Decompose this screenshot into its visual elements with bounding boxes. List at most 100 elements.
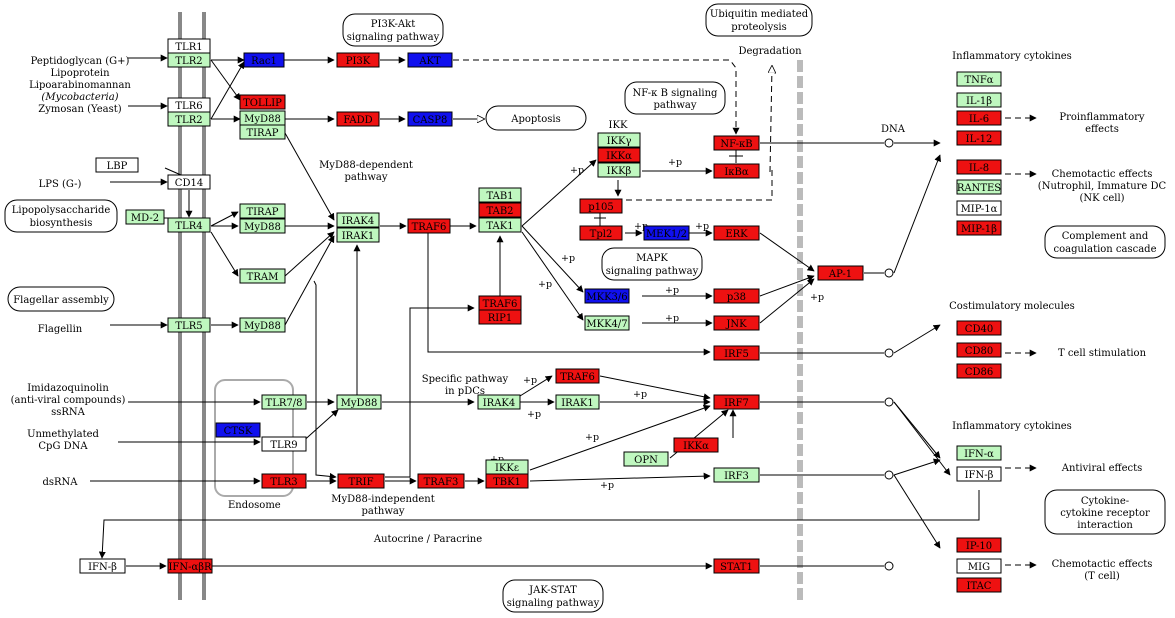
node-traf6c[interactable]: TRAF6 [555,368,600,384]
pathway-jak-stat[interactable]: JAK-STAT signaling pathway [502,579,604,613]
node-mip1a[interactable]: MIP-1α [956,200,1002,216]
node-box-ikba[interactable] [713,163,760,179]
node-jnk[interactable]: JNK [713,315,760,331]
node-mek12[interactable]: MEK1/2 [643,225,690,241]
node-irak1b[interactable]: IRAK1 [555,394,600,410]
node-box-tlr9[interactable] [261,436,307,452]
node-box-ifnb_left[interactable] [79,558,126,574]
node-rac1[interactable]: Rac1 [243,52,285,68]
node-box-tirap_b[interactable] [239,203,286,219]
pathway-lps-biosynthesis[interactable]: Lipopolysaccharide biosynthesis [4,199,118,233]
node-mig[interactable]: MIG [956,558,1002,574]
node-pi3k[interactable]: PI3K [336,52,380,68]
node-box-md2[interactable] [125,209,165,225]
node-casp8[interactable]: CASP8 [407,111,453,127]
node-cd86[interactable]: CD86 [956,363,1002,379]
node-box-tirap_a[interactable] [239,124,286,140]
node-box-pi3k[interactable] [336,52,380,68]
node-box-p38[interactable] [713,288,760,304]
node-box-irf5[interactable] [713,345,760,361]
node-box-il6[interactable] [956,110,1002,126]
node-tirap_b[interactable]: TIRAP [239,203,286,219]
node-box-tlr3[interactable] [261,473,307,489]
node-box-mig[interactable] [956,558,1002,574]
node-cd80[interactable]: CD80 [956,342,1002,358]
node-box-nfkb[interactable] [713,135,760,151]
node-ikba[interactable]: IκBα [713,163,760,179]
node-box-ifnb_right[interactable] [956,466,1002,482]
node-box-tbk1[interactable] [485,473,529,489]
pathway-cytokine-receptor[interactable]: Cytokine- cytokine receptor interaction [1044,489,1166,535]
node-il1b[interactable]: IL-1β [956,92,1002,108]
node-cd14[interactable]: CD14 [167,174,211,190]
node-traf6a[interactable]: TRAF6 [407,218,451,234]
node-box-myd88d[interactable] [336,394,382,410]
node-tollip[interactable]: TOLLIP [239,94,286,110]
node-box-irak4a[interactable] [336,212,380,228]
node-box-ip10[interactable] [956,537,1002,553]
node-box-fadd[interactable] [336,111,380,127]
node-rip1[interactable]: RIP1 [478,309,522,325]
node-box-tlr2a[interactable] [167,52,211,68]
pathway-mapk[interactable]: MAPK signaling pathway [601,247,703,281]
node-box-rantes[interactable] [956,179,1002,195]
node-irak4a[interactable]: IRAK4 [336,212,380,228]
node-tlr78[interactable]: TLR7/8 [261,394,307,410]
node-box-traf6a[interactable] [407,218,451,234]
node-mip1b[interactable]: MIP-1β [956,220,1002,236]
node-box-mkk36[interactable] [584,288,630,304]
node-box-itac[interactable] [956,577,1002,593]
node-box-il12[interactable] [956,130,1002,146]
node-box-ikkb[interactable] [597,162,641,178]
node-opn[interactable]: OPN [623,451,669,467]
node-itac[interactable]: ITAC [956,577,1002,593]
node-box-il8[interactable] [956,159,1002,175]
node-ikkg[interactable]: IKKγ [597,132,641,148]
node-box-tlr78[interactable] [261,394,307,410]
node-box-casp8[interactable] [407,111,453,127]
node-box-mkk47[interactable] [584,315,630,331]
node-ikke[interactable]: IKKε [485,459,529,475]
node-fadd[interactable]: FADD [336,111,380,127]
node-ifna[interactable]: IFN-α [956,445,1002,461]
node-rantes[interactable]: RANTES [956,179,1002,195]
node-box-cd80[interactable] [956,342,1002,358]
node-tab1[interactable]: TAB1 [478,187,522,203]
node-myd88c[interactable]: MyD88 [239,317,286,333]
node-ikkb[interactable]: IKKβ [597,162,641,178]
node-il6[interactable]: IL-6 [956,110,1002,126]
node-tlr5[interactable]: TLR5 [167,317,211,333]
node-box-mek12[interactable] [643,225,690,241]
pathway-flagellar-assembly[interactable]: Flagellar assembly [7,286,115,312]
node-box-ikkg[interactable] [597,132,641,148]
node-box-irak4b[interactable] [477,394,521,410]
node-myd88d[interactable]: MyD88 [336,394,382,410]
node-tab2[interactable]: TAB2 [478,202,522,218]
node-tak1[interactable]: TAK1 [478,217,522,233]
node-box-mip1b[interactable] [956,220,1002,236]
node-p105[interactable]: p105 [579,198,623,214]
node-p38[interactable]: p38 [713,288,760,304]
node-il12[interactable]: IL-12 [956,130,1002,146]
node-ap1[interactable]: AP-1 [817,265,864,281]
node-tpl2[interactable]: Tpl2 [579,225,623,241]
node-akt[interactable]: AKT [407,52,453,68]
node-box-tab1[interactable] [478,187,522,203]
node-mkk36[interactable]: MKK3/6 [584,288,630,304]
node-box-jnk[interactable] [713,315,760,331]
node-box-ikke_b[interactable] [673,437,719,453]
node-nfkb[interactable]: NF-κB [713,135,760,151]
node-box-tak1[interactable] [478,217,522,233]
node-box-ikka[interactable] [597,147,641,163]
node-tnfa[interactable]: TNFα [956,71,1002,87]
node-box-trif[interactable] [337,473,385,489]
pathway-nfkb[interactable]: NF-κ B signaling pathway [624,81,726,115]
node-il8[interactable]: IL-8 [956,159,1002,175]
node-mkk47[interactable]: MKK4/7 [584,315,630,331]
node-box-rip1[interactable] [478,309,522,325]
node-ifnb_right[interactable]: IFN-β [956,466,1002,482]
pathway-apoptosis[interactable]: Apoptosis [485,105,587,131]
node-box-lbp[interactable] [95,157,139,173]
node-box-tlr2b[interactable] [167,111,211,127]
node-tlr4[interactable]: TLR4 [167,217,211,233]
